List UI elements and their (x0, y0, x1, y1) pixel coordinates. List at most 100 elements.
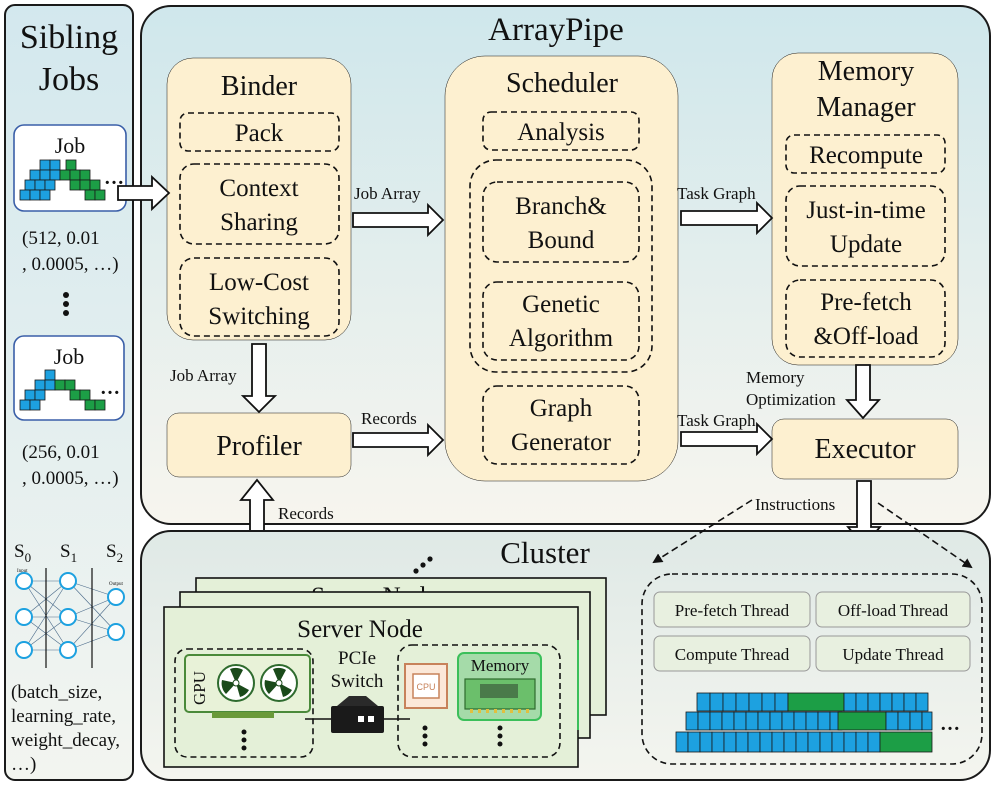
cpu-label: CPU (416, 682, 435, 692)
binder-box (166, 57, 352, 341)
job-1-blocks (19, 159, 106, 201)
thread-compute-box (653, 635, 811, 672)
memory-manager-title-line2: Manager (816, 92, 916, 123)
thread-offload-box (815, 591, 971, 628)
arrow-binder-to-scheduler (352, 202, 445, 238)
job-1-params-line2: , 0.0005, …) (22, 254, 119, 275)
thread-group (641, 573, 983, 765)
memory-label: Memory (471, 656, 530, 675)
arrow-scheduler-to-memory (680, 200, 774, 236)
hyperparams-line4: …) (11, 754, 36, 775)
binder-context-line1: Context (219, 175, 298, 202)
nn-output-tag: Output (109, 582, 124, 587)
memory-jit-box (785, 185, 946, 267)
scheduler-branch-line2: Bound (528, 227, 595, 254)
sibling-title-line1: Sibling (20, 19, 118, 56)
memory-jit-line1: Just-in-time (806, 197, 925, 224)
binder-lowcost-line1: Low-Cost (209, 269, 309, 296)
job-card-1-label: Job (55, 133, 86, 158)
memory-stick-icon (464, 678, 536, 713)
gpu-connector (212, 712, 274, 718)
job-2-params-line2: , 0.0005, …) (22, 468, 119, 489)
sibling-title-line2: Jobs (39, 61, 99, 98)
vertical-dots-1 (63, 292, 69, 316)
edge-label-job-array-side: Job Array (170, 366, 237, 385)
scheduler-analysis-box (482, 111, 640, 151)
block-arrows (117, 174, 882, 676)
binder-context-box (179, 163, 340, 245)
scheduler-box (444, 55, 679, 482)
binder-pack-box (179, 112, 340, 152)
scheduler-title: Scheduler (506, 68, 619, 99)
cluster-title: Cluster (500, 535, 590, 570)
thread-update-box (815, 635, 971, 672)
scheduler-analysis-label: Analysis (517, 119, 605, 146)
executor-label: Executor (814, 434, 916, 465)
scheduler-graph-line2: Generator (511, 429, 612, 456)
cpu-icon: CPU (404, 663, 448, 709)
edge-label-task-graph-top: Task Graph (677, 184, 756, 203)
gpu-dots (241, 729, 247, 751)
job-1-params-line1: (512, 0.01 (22, 228, 100, 249)
arrow-binder-to-profiler (240, 343, 278, 414)
job-2-ellipsis: … (100, 377, 120, 399)
stage-label-s2: S2 (106, 541, 123, 565)
job-1-ellipsis: … (104, 167, 124, 189)
job-2-params-line1: (256, 0.01 (22, 442, 100, 463)
binder-pack-label: Pack (235, 120, 284, 147)
scheduler-genetic-line2: Algorithm (509, 325, 614, 352)
thread-prefetch-label: Pre-fetch Thread (675, 601, 790, 620)
pcie-label-line2: Switch (331, 671, 384, 692)
arrow-profiler-to-scheduler (352, 422, 445, 458)
arrow-sibling-to-binder (117, 174, 171, 212)
neural-net-nodes (15, 572, 125, 659)
nn-input-tag: Input (17, 569, 28, 574)
edge-label-memory-opt-line1: Memory (746, 368, 805, 387)
hyperparams-line2: learning_rate, (11, 706, 116, 727)
memory-recompute-label: Recompute (809, 142, 923, 169)
binder-context-line2: Sharing (220, 209, 298, 236)
cluster-dots (413, 556, 433, 574)
binder-lowcost-line2: Switching (208, 303, 310, 330)
hyperparams-line3: weight_decay, (11, 730, 120, 751)
scheduler-genetic-line1: Genetic (522, 291, 600, 318)
scheduler-graph-box (482, 385, 640, 465)
thread-timeline-ellipsis: … (940, 713, 960, 735)
memory-manager-title-line1: Memory (818, 56, 914, 87)
scheduler-search-group (469, 159, 653, 373)
thread-timeline (675, 692, 933, 753)
gpu-label: GPU (190, 671, 209, 705)
edge-label-instructions: Instructions (755, 495, 835, 514)
hyperparams-line1: (batch_size, (11, 682, 102, 703)
pcie-label-line1: PCIe (338, 648, 376, 669)
memory-recompute-box (785, 134, 946, 174)
memory-prefetch-box (785, 279, 946, 358)
neural-net-dividers (45, 568, 93, 668)
job-2-blocks (19, 369, 106, 411)
arrow-scheduler-to-executor (680, 421, 774, 457)
stage-label-s0: S0 (14, 541, 31, 565)
thread-prefetch-box (653, 591, 811, 628)
edge-label-records-mid: Records (361, 409, 417, 428)
pcie-switch-icon (331, 696, 384, 733)
profiler-label: Profiler (216, 431, 302, 462)
scheduler-graph-line1: Graph (530, 395, 593, 422)
instruction-arrows (652, 499, 973, 569)
gpu-group (174, 648, 314, 758)
arrow-memory-to-executor (844, 364, 882, 420)
cpu-memory-dots (422, 725, 503, 747)
scheduler-genetic-box (482, 281, 640, 361)
scheduler-branch-line1: Branch& (515, 193, 607, 220)
executor-box (771, 418, 959, 480)
binder-title: Binder (221, 71, 298, 102)
binder-lowcost-box (179, 257, 340, 337)
memory-jit-line2: Update (830, 231, 902, 258)
thread-update-label: Update Thread (842, 645, 944, 664)
arraypipe-title: ArrayPipe (488, 12, 624, 48)
job-card-2-label: Job (54, 344, 85, 369)
stage-label-s1: S1 (60, 541, 77, 565)
edge-label-job-array-top: Job Array (354, 184, 421, 203)
thread-offload-label: Off-load Thread (838, 601, 949, 620)
edge-label-task-graph-bottom: Task Graph (677, 411, 756, 430)
